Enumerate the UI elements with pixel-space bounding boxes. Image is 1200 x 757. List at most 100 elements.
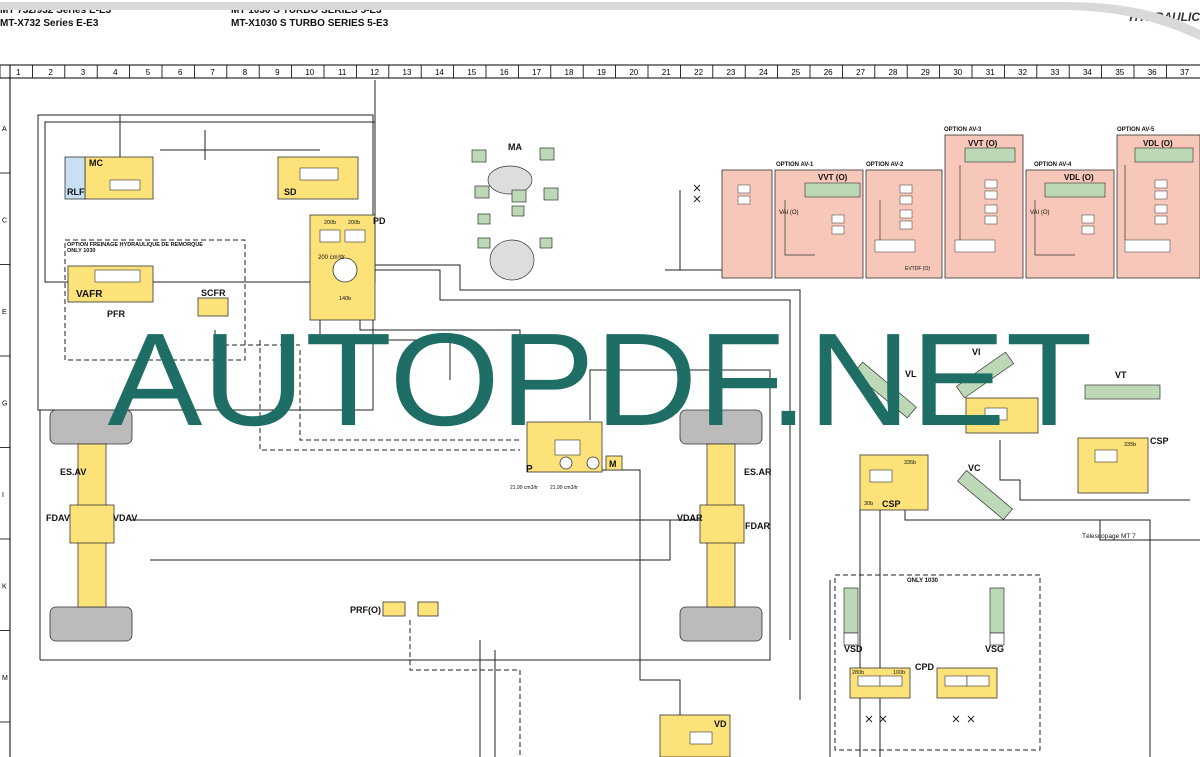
rlf-block (64, 156, 86, 200)
column-label-27: 27 (856, 68, 865, 77)
label-vc: VC (968, 463, 981, 473)
label-fdav: FDAV (46, 513, 70, 523)
joystick-ma (471, 147, 559, 281)
header-swoosh (0, 2, 1200, 40)
label-rlf: RLF (67, 187, 85, 197)
column-label-29: 29 (921, 68, 930, 77)
row-ruler: A C E G I K M (0, 126, 10, 723)
option-av1-title: OPTION AV-1 (776, 162, 814, 168)
label-csp-1: CSP (882, 499, 901, 509)
column-label-28: 28 (889, 68, 898, 77)
label-prf: PRF(O) (350, 605, 381, 615)
pressure-280b: 280b (852, 670, 864, 676)
label-scfr: SCFR (201, 288, 226, 298)
column-label-15: 15 (467, 68, 476, 77)
label-csp-2: CSP (1150, 436, 1169, 446)
row-label-A: A (2, 126, 7, 133)
label-esav: ES.AV (60, 467, 86, 477)
model-line-3: MT 1030 S TURBO SERIES 5-E3 (231, 5, 382, 16)
label-pd: PD (373, 216, 386, 226)
row-label-G: G (2, 401, 7, 408)
label-vd: VD (714, 719, 727, 729)
note-displacement: 200 cm³/tr (318, 255, 345, 261)
option-av5-title: OPTION AV-5 (1117, 127, 1155, 133)
option-av2-port: EVTDF (O) (905, 266, 930, 272)
pressure-100b: 100b (893, 670, 905, 676)
column-label-34: 34 (1083, 68, 1092, 77)
label-fdar: FDAR (745, 521, 770, 531)
row-label-E: E (2, 309, 7, 316)
option-av2-title: OPTION AV-2 (866, 162, 904, 168)
row-label-M: M (2, 675, 8, 682)
label-vafr: VAFR (76, 289, 103, 300)
watermark: AUTOPDF.NET (108, 306, 1093, 453)
note-flow-left: 21.99 cm3/tr (510, 485, 538, 491)
note-only-1030-box: ONLY 1030 (907, 578, 939, 584)
column-label-5: 5 (146, 68, 151, 77)
label-esar: ES.AR (744, 467, 772, 477)
pressure-335b-1: 335b (904, 460, 916, 466)
note-flow-right: 21.99 cm3/tr (550, 485, 578, 491)
model-line-2: MT-X732 Series E-E3 (0, 18, 99, 29)
front-axle (49, 409, 133, 642)
column-label-4: 4 (113, 68, 118, 77)
model-line-4: MT-X1030 S TURBO SERIES 5-E3 (231, 18, 389, 29)
label-m: M (609, 459, 617, 469)
column-label-13: 13 (403, 68, 412, 77)
label-ma: MA (508, 142, 522, 152)
cylinders (843, 351, 1161, 646)
rear-axle (679, 409, 763, 642)
label-vdav: VDAV (113, 513, 137, 523)
pressure-335b-2: 335b (1124, 442, 1136, 448)
column-label-19: 19 (597, 68, 606, 77)
option-boxes (721, 134, 1200, 279)
column-label-9: 9 (275, 68, 280, 77)
label-vdar: VDAR (677, 513, 703, 523)
x-markers (693, 184, 975, 723)
option-av4-port: VAI (O) (1030, 210, 1050, 216)
option-av5-valve: VDL (O) (1143, 139, 1173, 148)
label-cpd: CPD (915, 662, 935, 672)
column-label-14: 14 (435, 68, 444, 77)
pressure-200b-2: 200b (348, 220, 360, 226)
note-telescopage: Télescopage MT 7 (1082, 533, 1136, 540)
column-label-17: 17 (532, 68, 541, 77)
column-label-2: 2 (48, 68, 53, 77)
column-label-20: 20 (629, 68, 638, 77)
column-label-36: 36 (1148, 68, 1157, 77)
column-label-37: 37 (1180, 68, 1189, 77)
label-vl: VL (905, 369, 917, 379)
option-av1-valve: VVT (O) (818, 173, 848, 182)
column-label-30: 30 (953, 68, 962, 77)
label-mc: MC (89, 158, 103, 168)
pilot-lines (64, 239, 1041, 757)
row-label-I: I (2, 492, 4, 499)
row-label-C: C (2, 218, 7, 225)
column-label-26: 26 (824, 68, 833, 77)
column-label-33: 33 (1051, 68, 1060, 77)
note-option-frein: OPTION FREINAGE HYDRAULIQUE DE REMORQUE (67, 242, 203, 248)
label-vsg: VSG (985, 644, 1004, 654)
column-label-31: 31 (986, 68, 995, 77)
column-label-35: 35 (1115, 68, 1124, 77)
column-label-25: 25 (791, 68, 800, 77)
label-vt: VT (1115, 370, 1127, 380)
column-label-7: 7 (210, 68, 215, 77)
column-label-22: 22 (694, 68, 703, 77)
option-av4-valve: VDL (O) (1064, 173, 1094, 182)
column-label-12: 12 (370, 68, 379, 77)
row-label-K: K (2, 584, 7, 591)
option-av3-title: OPTION AV-3 (944, 127, 982, 133)
column-label-16: 16 (500, 68, 509, 77)
column-label-6: 6 (178, 68, 183, 77)
note-only-1030: ONLY 1030 (67, 248, 95, 254)
label-vsd: VSD (844, 644, 863, 654)
column-label-18: 18 (565, 68, 574, 77)
column-label-23: 23 (727, 68, 736, 77)
pressure-30b: 30b (864, 501, 873, 507)
column-label-10: 10 (305, 68, 314, 77)
column-label-3: 3 (81, 68, 86, 77)
pressure-140b: 140b (339, 296, 351, 302)
